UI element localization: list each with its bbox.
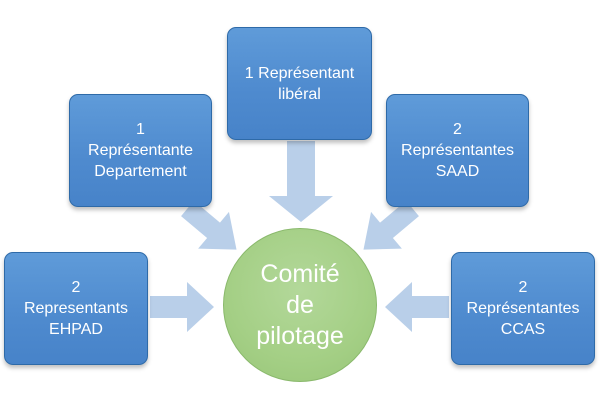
box-line: 1 bbox=[136, 121, 145, 138]
center-line: pilotage bbox=[256, 321, 344, 350]
arrow-lower-right bbox=[385, 282, 449, 332]
box-representants-ehpad: 2 Representants EHPAD bbox=[4, 252, 148, 365]
box-line: 2 bbox=[518, 279, 528, 296]
box-line: Representants bbox=[23, 300, 129, 317]
box-representantes-saad: 2 Représentantes SAAD bbox=[386, 94, 529, 207]
center-line: Comité bbox=[260, 259, 340, 288]
arrow-lower-left bbox=[150, 282, 214, 332]
center-line: de bbox=[286, 290, 314, 319]
comite-de-pilotage-circle: Comité de pilotage bbox=[223, 228, 377, 382]
box-line: 2 bbox=[453, 121, 462, 138]
box-line: CCAS bbox=[500, 321, 546, 338]
box-representantes-ccas: 2 Représentantes CCAS bbox=[451, 252, 595, 365]
box-line: 1 Représentant bbox=[244, 64, 355, 82]
box-line: Représentantes bbox=[466, 300, 580, 317]
box-line: SAAD bbox=[435, 163, 480, 180]
box-representant-liberal: 1 Représentant libéral bbox=[227, 27, 372, 140]
arrow-top bbox=[269, 141, 333, 222]
box-line: Représentantes bbox=[401, 142, 514, 159]
box-line: 2 bbox=[71, 279, 81, 296]
arrow-upper-left bbox=[181, 200, 237, 250]
arrow-upper-right bbox=[363, 200, 419, 250]
box-line: Departement bbox=[94, 163, 187, 180]
box-line: Représentante bbox=[88, 142, 193, 159]
box-line: libéral bbox=[278, 85, 321, 103]
box-line: EHPAD bbox=[49, 321, 103, 338]
box-representante-departement: 1 Représentante Departement bbox=[69, 94, 212, 207]
